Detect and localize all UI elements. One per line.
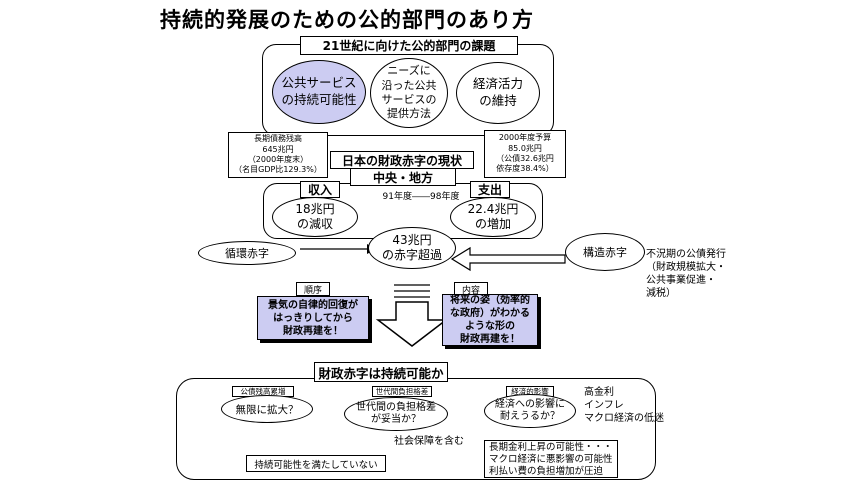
deficit-header: 日本の財政赤字の現状 [330,151,474,169]
vitality-oval: 経済活力 の維持 [456,62,540,124]
infinite-expansion-oval: 無限に拡大？ [221,395,313,423]
issues-header: 21世紀に向けた公的部門の課題 [300,36,518,55]
income-label: 収入 [300,181,340,198]
sustainability-header: 財政赤字は持続可能か [314,362,448,382]
budget-note: 2000年度予算 85.0兆円 （公債32.6兆円 依存度38.4%） [484,130,566,178]
content-box: 将来の姿（効率的 な政府）がわかる ような形の 財政再建を！ [442,294,538,346]
page-title: 持続的発展のための公的部門のあり方 [160,8,534,32]
intergenerational-oval: 世代間の負担格差 が妥当か？ [344,397,448,431]
order-box: 景気の自律的回復が はっきりしてから 財政再建を！ [257,296,369,340]
sustainability-oval: 公共サービス の持続可能性 [272,60,366,124]
expense-oval: 22.4兆円 の増加 [450,197,536,237]
income-oval: 18兆円 の減収 [272,197,358,237]
risk-box: 長期金利上昇の可能性・・・ マクロ経済に悪影響の可能性 利払い費の負担増加が圧迫 [484,440,618,478]
unsustainable-box: 持続可能性を満たしていない [246,455,386,472]
economic-impact-oval: 経済への影響に 耐えうるか？ [484,394,576,428]
order-label: 順序 [296,282,330,296]
macro-effects-text: 高金利 インフレ マクロ経済の低迷 [584,387,664,424]
intergenerational-tag: 世代間負担格差 [372,386,432,397]
deficit-oval: 43兆円 の赤字超過 [368,227,456,269]
cyclical-deficit-oval: 循環赤字 [198,241,296,265]
period-label: 91年度――98年度 [382,192,460,202]
social-security-note: 社会保障を含む [394,436,464,447]
expense-label: 支出 [470,181,510,198]
structural-note: 不況期の公債発行 （財政規模拡大・ 公共事業促進・ 減税） [646,249,726,299]
debt-note: 長期債務残高 645兆円 （2000年度末） （名目GDP比129.3%） [228,132,328,178]
structural-deficit-oval: 構造赤字 [565,233,645,271]
needs-oval: ニーズに 沿った公共 サービスの 提供方法 [370,58,448,128]
central-local-label: 中央・地方 [350,168,456,186]
